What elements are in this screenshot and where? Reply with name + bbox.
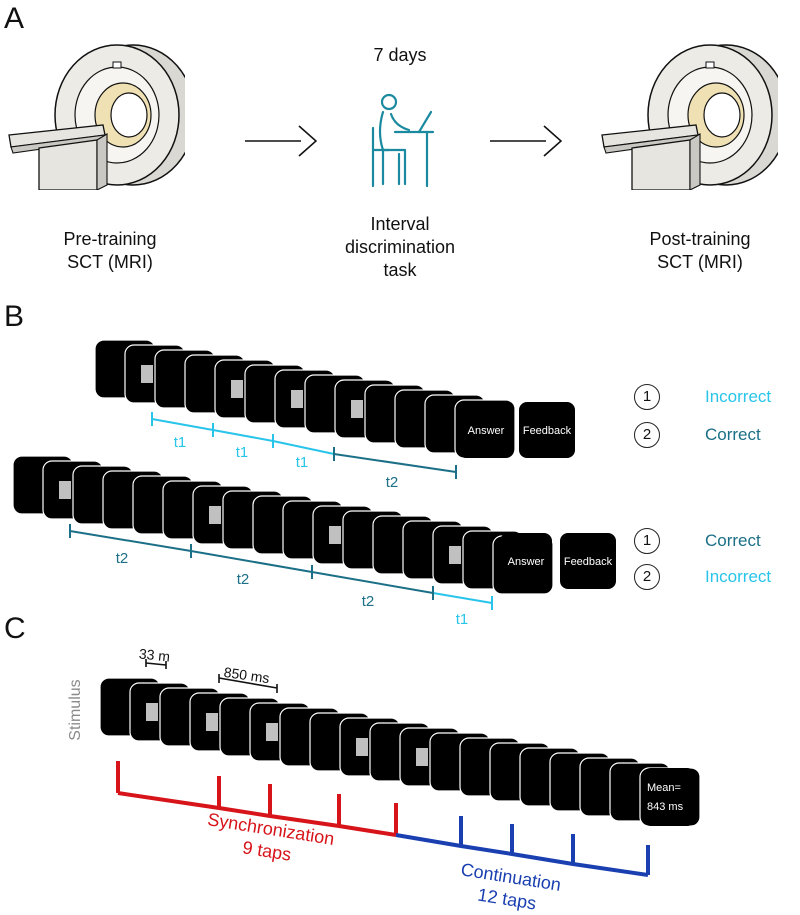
short-duration-bracket [145,659,167,669]
task-line1: Interval [370,214,430,234]
feedback-label: Feedback [523,425,572,437]
feedback-label: Feedback [564,556,613,568]
interval-line [151,418,214,431]
mean-box [642,768,696,826]
trial2-stimulus [449,546,461,564]
task-line3: task [383,260,417,280]
panel-label-b: B [4,300,25,333]
sync-sequence-stimulus [146,703,158,721]
trial2-stimulus [329,526,341,544]
interval-label: t2 [362,593,375,610]
interval-line [333,453,457,473]
interval-line [311,571,434,594]
answer-label: Answer [508,556,545,568]
mri-scanner-icon [8,44,185,190]
short-duration-label: 33 m [138,645,171,664]
option-2-circle: 2 [634,564,660,590]
interval-label: t2 [386,474,399,491]
feedback-box [519,402,575,458]
trial2-stimulus [209,506,221,524]
interval-duration-label: 850 ms [223,664,271,686]
answer-box [500,533,552,589]
person-laptop-icon [371,93,435,188]
interval-line [69,530,192,552]
duration-label: 7 days [373,45,427,65]
mean-value: 843 ms [647,801,684,813]
post-training-line2: SCT (MRI) [657,252,743,272]
pre-training-label: Pre-training SCT (MRI) [20,228,200,274]
option-1-result: Incorrect [705,387,772,406]
interval-label: t1 [456,611,469,628]
mri-scanner-icon [601,44,778,190]
option-1-circle: 1 [634,384,660,410]
interval-line [272,440,335,455]
panel-label-a: A [4,2,25,35]
panel-label-c: C [4,612,26,645]
interval-line [190,550,313,573]
stimulus-label: Stimulus [67,679,84,740]
interval-line [212,429,274,442]
trial1-stimulus [351,400,363,418]
interval-duration-bracket [218,674,278,693]
trial2-stimulus [59,481,71,499]
right-arrow-icon [245,125,317,157]
option-2-result: Incorrect [705,567,772,586]
right-arrow-icon [490,125,562,157]
interval-label: t2 [116,550,129,567]
sync-count: 9 taps [241,837,293,864]
mean-label: Mean= [647,782,681,794]
interval-label: t1 [236,444,249,461]
interval-label: t1 [174,434,187,451]
post-training-line1: Post-training [649,229,751,249]
task-line2: discrimination [344,237,456,257]
answer-label: Answer [468,425,505,437]
pre-training-line1: Pre-training [63,229,157,249]
option-1-result: Correct [705,531,761,550]
post-training-label: Post-training SCT (MRI) [610,228,790,274]
sync-sequence-stimulus [266,723,278,741]
sync-sequence-stimulus [416,748,428,766]
trial1-stimulus [291,390,303,408]
interval-label: t2 [237,571,250,588]
sync-sequence-stimulus [206,713,218,731]
task-label: Interval discrimination task [320,213,480,282]
option-2-result: Correct [705,425,761,444]
option-1-circle: 1 [634,528,660,554]
interval-line [432,592,493,604]
pre-training-line2: SCT (MRI) [67,252,153,272]
answer-box [458,402,514,458]
feedback-box [560,533,616,589]
option-2-circle: 2 [634,422,660,448]
trial1-stimulus [141,365,153,383]
sync-sequence-stimulus [356,738,368,756]
trial1-stimulus [231,380,243,398]
interval-label: t1 [296,454,309,471]
